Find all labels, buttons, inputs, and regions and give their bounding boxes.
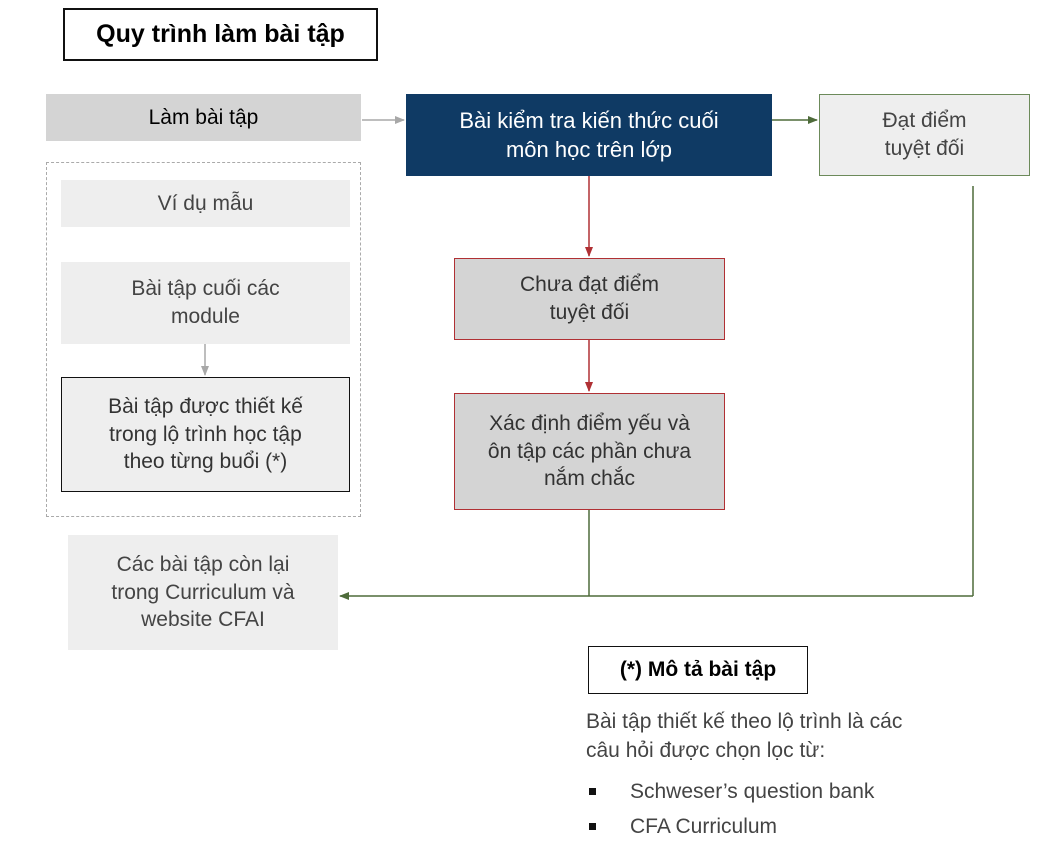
node-xac-dinh-diem-yeu: Xác định điểm yếu và ôn tập các phần chư… xyxy=(454,393,725,510)
node-bai-tap-cuoi-module: Bài tập cuối các module xyxy=(61,262,350,344)
diagram-title: Quy trình làm bài tập xyxy=(63,8,378,61)
node-chua-dat-diem: Chưa đạt điểm tuyệt đối xyxy=(454,258,725,340)
node-text-line: Bài kiểm tra kiến thức cuối xyxy=(459,107,719,133)
node-text-line: website CFAI xyxy=(141,608,265,632)
square-bullet-icon xyxy=(589,823,596,830)
node-bai-tap-thiet-ke: Bài tập được thiết kế trong lộ trình học… xyxy=(61,377,350,492)
node-text-line: module xyxy=(171,305,240,328)
node-text-line: Các bài tập còn lại xyxy=(116,552,290,576)
square-bullet-icon xyxy=(589,788,596,795)
node-bai-kiem-tra: Bài kiểm tra kiến thức cuối môn học trên… xyxy=(406,94,772,176)
node-text-line: Xác định điểm yếu và xyxy=(489,411,690,435)
node-text-line: ôn tập các phần chưa xyxy=(487,439,692,463)
note-title: (*) Mô tả bài tập xyxy=(588,646,808,694)
node-text-line: tuyệt đối xyxy=(549,301,630,324)
node-lam-bai-tap: Làm bài tập xyxy=(46,94,361,141)
node-text-line: môn học trên lớp xyxy=(505,137,673,162)
note-bullet-list: Schweser’s question bank CFA Curriculum xyxy=(586,774,1006,844)
note-bullet-item: Schweser’s question bank xyxy=(586,774,1006,809)
note-description: Bài tập thiết kế theo lộ trình là các câ… xyxy=(586,707,1006,766)
node-text-line: trong lộ trình học tập xyxy=(109,422,302,446)
node-text-line: Bài tập cuối các xyxy=(131,277,280,301)
node-bai-tap-con-lai: Các bài tập còn lại trong Curriculum và … xyxy=(68,535,338,650)
note-bullet-item: CFA Curriculum xyxy=(586,809,1006,844)
exercise-group-dashed-frame xyxy=(46,162,361,517)
note-text-line: câu hỏi được chọn lọc từ: xyxy=(586,739,826,763)
node-vi-du-mau: Ví dụ mẫu xyxy=(61,180,350,227)
node-dat-diem-tuyet-doi: Đạt điểm tuyệt đối xyxy=(819,94,1030,176)
note-bullet-text: CFA Curriculum xyxy=(630,815,778,838)
node-text-line: theo từng buổi (*) xyxy=(123,450,288,474)
node-text-line: trong Curriculum và xyxy=(111,580,295,604)
node-text-line: Đạt điểm xyxy=(882,109,967,133)
node-text-line: tuyệt đối xyxy=(884,137,965,160)
note-text-line: Bài tập thiết kế theo lộ trình là các xyxy=(586,710,903,733)
note-bullet-text: Schweser’s question bank xyxy=(630,780,875,803)
node-text-line: Chưa đạt điểm xyxy=(520,273,659,297)
node-text-line: Bài tập được thiết kế xyxy=(108,394,303,418)
node-text-line: nắm chắc xyxy=(543,467,636,491)
